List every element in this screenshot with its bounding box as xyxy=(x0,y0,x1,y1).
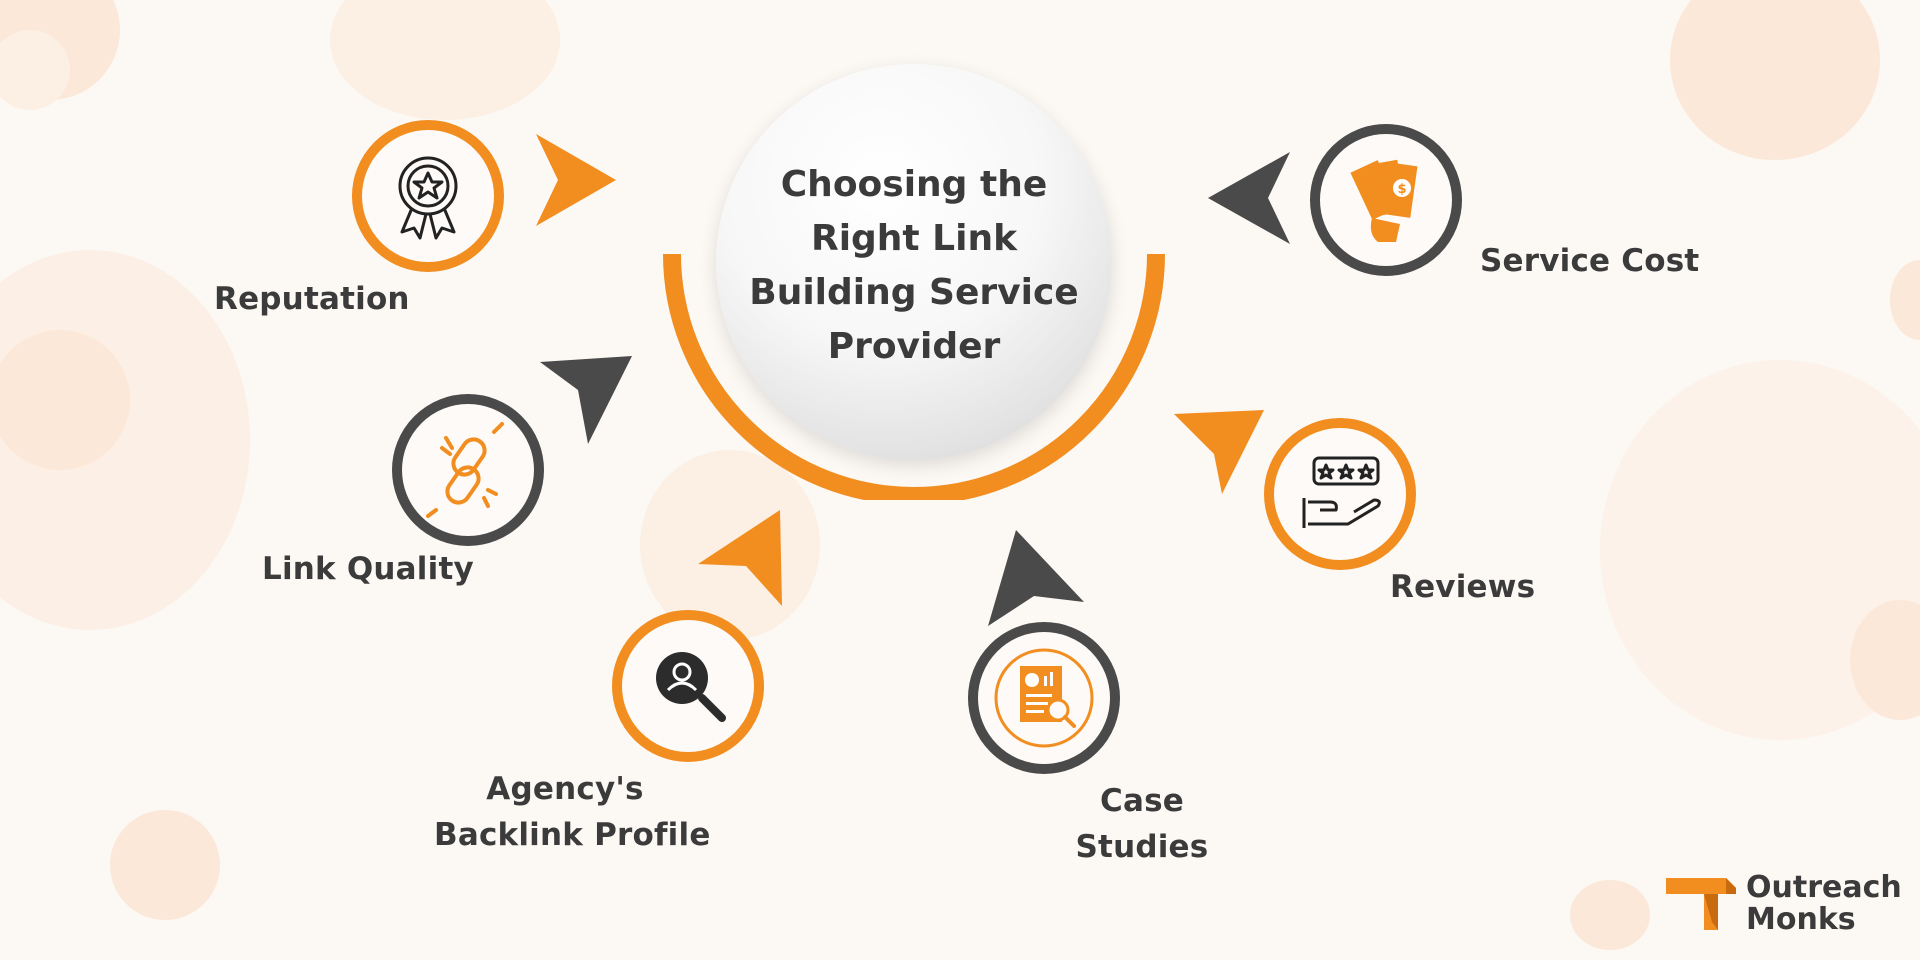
label-reviews: Reviews xyxy=(1390,569,1536,605)
bg-circle xyxy=(110,810,220,920)
case-studies-ring xyxy=(968,622,1120,774)
center-title-line: Choosing the xyxy=(780,164,1048,205)
arrow-link-quality xyxy=(540,356,632,444)
arrow-reviews xyxy=(1174,410,1264,494)
bg-circle xyxy=(330,0,560,120)
center-sphere xyxy=(716,64,1112,460)
reputation-ring xyxy=(352,120,504,272)
label-link-quality: Link Quality xyxy=(262,551,474,587)
arrow-case-studies xyxy=(988,530,1084,626)
report-search-icon xyxy=(994,648,1094,748)
award-ribbon-icon xyxy=(398,156,458,240)
service-cost-ring: $ xyxy=(1310,124,1462,276)
label-line: Case xyxy=(1100,783,1184,819)
center-title-line: Building Service xyxy=(749,272,1079,313)
brand-name-line: Outreach xyxy=(1746,870,1902,905)
arrow-backlink-profile xyxy=(698,510,782,606)
brand-name-line: Monks xyxy=(1746,902,1856,937)
link-quality-ring xyxy=(392,394,544,546)
broken-link-icon xyxy=(426,422,504,518)
center-title: Choosing the Right Link Building Service… xyxy=(716,158,1112,374)
arrow-service-cost xyxy=(1208,152,1290,244)
reviews-ring xyxy=(1264,418,1416,570)
label-line: Agency's xyxy=(486,771,644,807)
label-line: Backlink Profile xyxy=(434,817,711,853)
svg-text:$: $ xyxy=(1397,182,1406,197)
center-title-line: Right Link xyxy=(810,218,1018,259)
bg-circle xyxy=(0,330,130,470)
backlink-profile-ring xyxy=(612,610,764,762)
brand-name: Outreach Monks xyxy=(1746,872,1902,936)
bg-circle xyxy=(0,30,70,110)
label-reputation: Reputation xyxy=(214,281,410,317)
label-case-studies: Case Studies xyxy=(1052,778,1232,870)
bg-circle xyxy=(1570,880,1650,950)
review-hand-icon xyxy=(1302,456,1381,528)
center-title-line: Provider xyxy=(827,326,1001,367)
label-backlink-profile: Agency's Backlink Profile xyxy=(434,766,711,858)
center-arc xyxy=(663,253,1165,500)
arrow-reputation xyxy=(536,134,616,226)
bg-circle xyxy=(1670,0,1880,160)
user-search-icon xyxy=(656,652,726,722)
label-service-cost: Service Cost xyxy=(1480,243,1700,279)
bg-circle xyxy=(1890,260,1920,340)
money-hand-icon: $ xyxy=(1350,159,1418,242)
outreach-monks-logo-icon xyxy=(1666,878,1736,930)
label-line: Studies xyxy=(1075,829,1209,865)
